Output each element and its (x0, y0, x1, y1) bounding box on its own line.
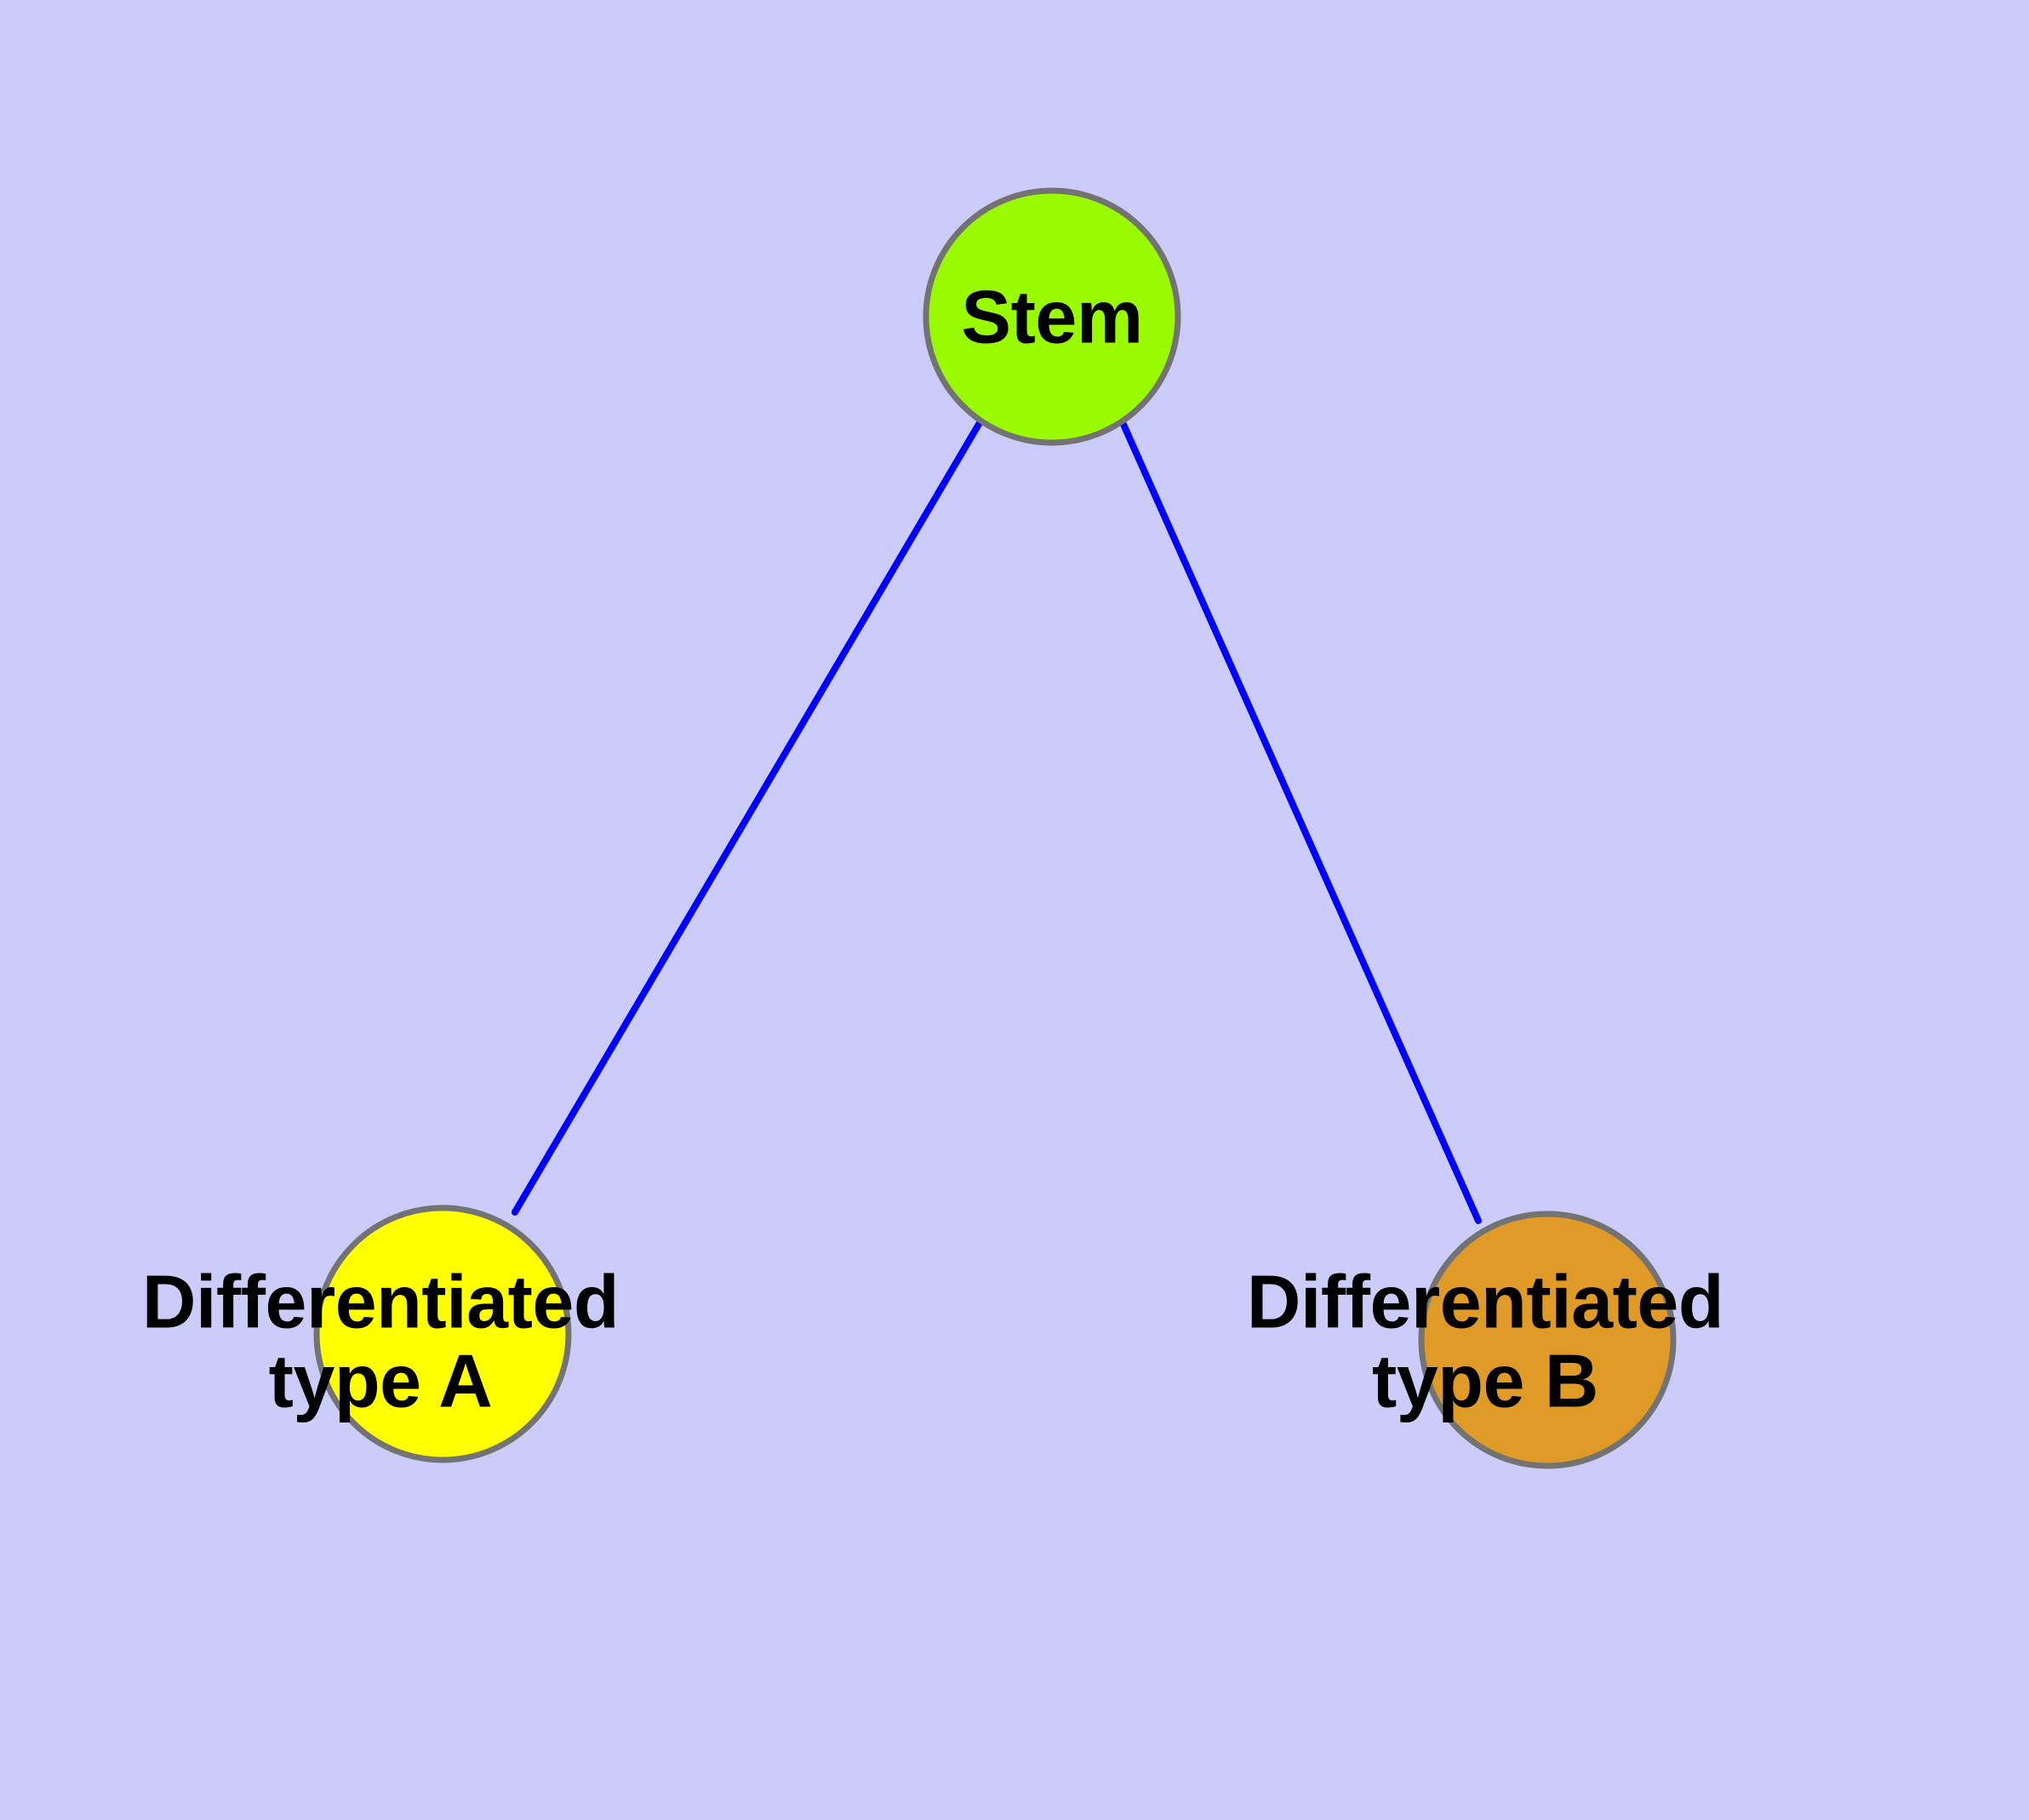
node-circle-stem[interactable] (923, 187, 1181, 446)
node-circle-differentiated-type-b[interactable] (1418, 1210, 1677, 1469)
edge-group (512, 417, 1482, 1224)
edge-stem-to-differentiated-type-b[interactable] (1118, 417, 1482, 1224)
node-group (313, 187, 1677, 1469)
edge-stem-to-differentiated-type-a[interactable] (512, 418, 984, 1216)
node-circle-differentiated-type-a[interactable] (313, 1205, 572, 1463)
